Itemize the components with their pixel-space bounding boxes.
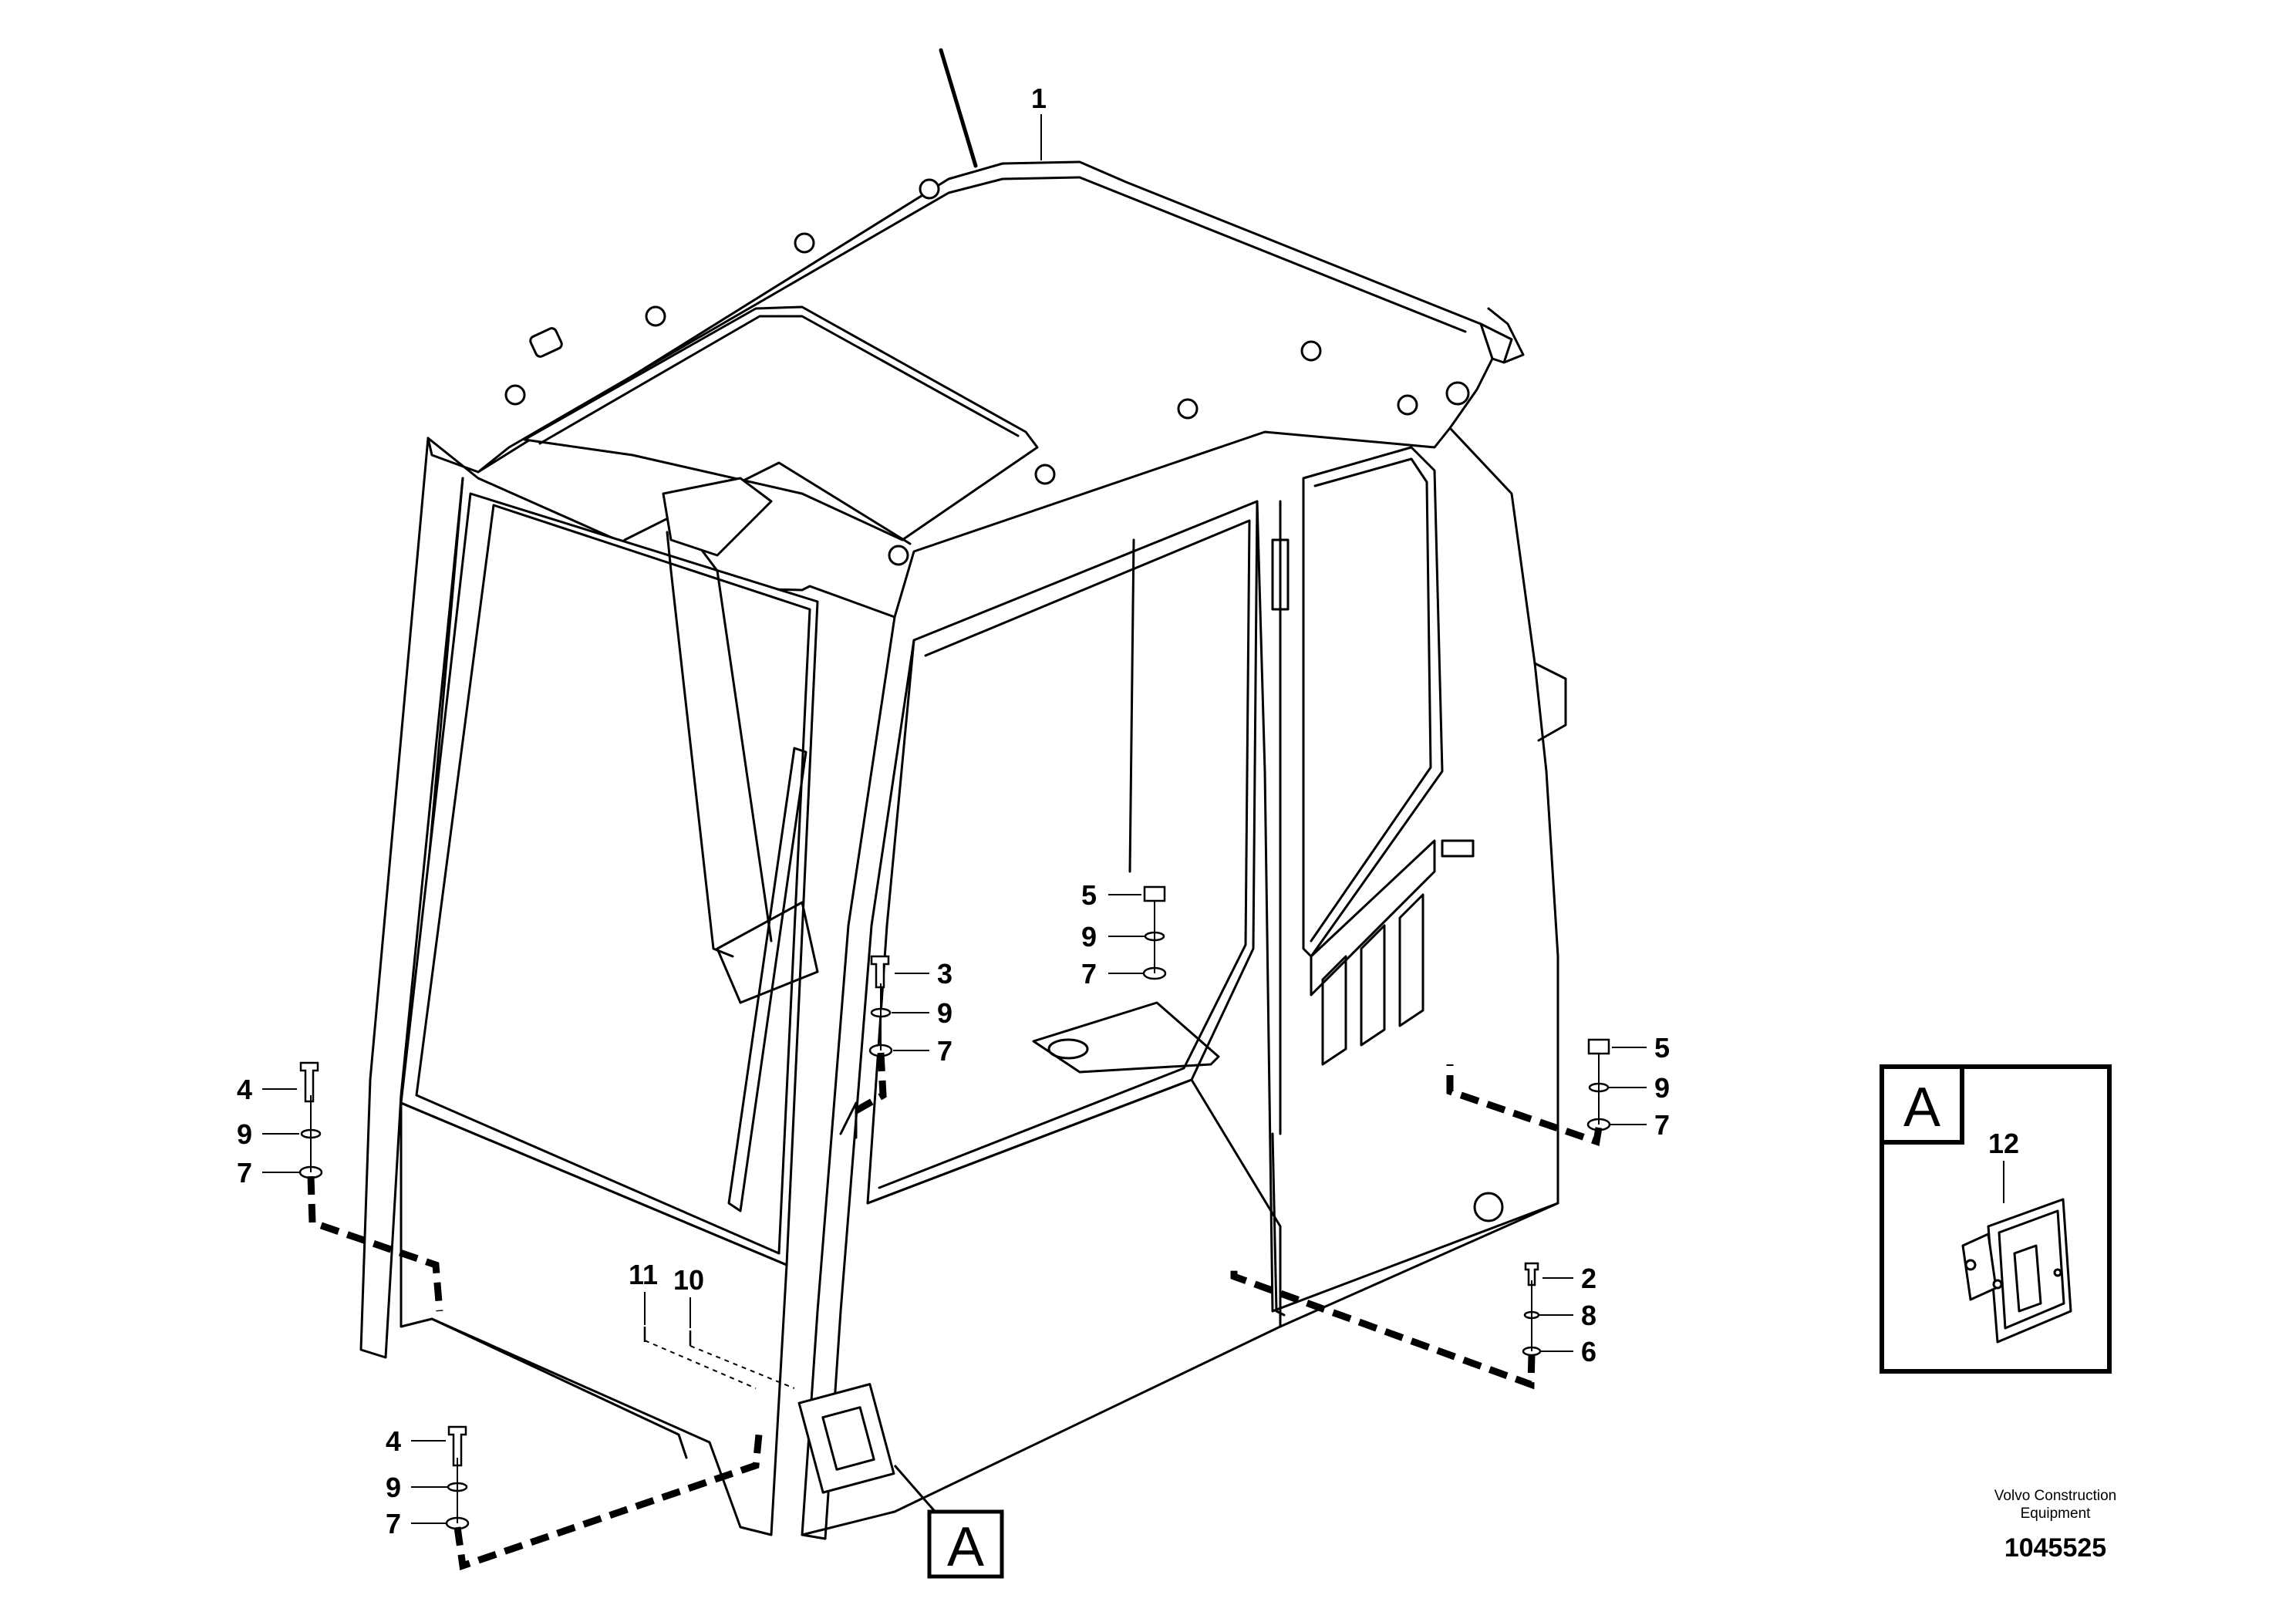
callout-10: 10	[673, 1264, 704, 1296]
antenna	[939, 48, 978, 168]
callout-8: 8	[1581, 1300, 1596, 1331]
callout-7: 7	[386, 1508, 401, 1539]
bolt-4-left	[299, 1061, 319, 1103]
callout-5: 5	[1081, 879, 1097, 911]
callout-12: 12	[1988, 1128, 2019, 1159]
front-right-pillar	[801, 615, 915, 1540]
wiper-assembly	[662, 477, 819, 1212]
front-window	[400, 492, 819, 1266]
door-handle	[797, 1383, 895, 1494]
dashed-mount-paths	[307, 1052, 1603, 1571]
callout-7: 7	[1081, 958, 1097, 990]
callout-11: 11	[629, 1259, 658, 1290]
rear-quarter-window	[1302, 446, 1444, 958]
detail-A-marker: A	[927, 1509, 1004, 1579]
callout-1: 1	[1031, 83, 1047, 114]
credit-line-1: Volvo Construction	[1994, 1488, 2116, 1504]
callout-7: 7	[237, 1157, 252, 1189]
callout-6: 6	[1581, 1336, 1596, 1367]
callout-9: 9	[937, 997, 952, 1029]
front-left-pillar	[359, 437, 464, 1359]
credit-line-2: Equipment	[2021, 1506, 2092, 1522]
callout-9: 9	[386, 1472, 401, 1503]
detail-A-inset: A 12	[1880, 1064, 2112, 1374]
callout-4: 4	[237, 1074, 252, 1105]
callout-5: 5	[1654, 1032, 1670, 1064]
document-number: 1045525	[2004, 1533, 2106, 1563]
bolt-3	[870, 955, 890, 989]
callout-4: 4	[386, 1425, 401, 1457]
callout-3: 3	[937, 958, 952, 990]
bolt-2	[1524, 1262, 1539, 1286]
front-lower-panel	[400, 1101, 788, 1536]
bolt-4-lower	[447, 1425, 467, 1467]
lower-side-panel	[801, 1078, 1282, 1536]
cab-illustration	[359, 48, 1567, 1540]
callout-9: 9	[237, 1118, 252, 1150]
door-handle-part	[1961, 1198, 2072, 1344]
nut-5-center	[1143, 885, 1166, 902]
callout-2: 2	[1581, 1263, 1596, 1294]
leader-lines	[262, 114, 1647, 1528]
detail-A-marker-label: A	[947, 1516, 984, 1578]
detail-A-title: A	[1903, 1077, 1940, 1138]
roof-bolts	[504, 178, 1470, 566]
callout-9: 9	[1654, 1072, 1670, 1104]
roof-hatch	[523, 305, 1039, 541]
callout-7: 7	[1654, 1109, 1670, 1141]
callout-9: 9	[1081, 921, 1097, 953]
credit-block: Volvo Construction Equipment 1045525	[1994, 1488, 2116, 1563]
side-vents	[1310, 839, 1475, 1066]
side-window	[866, 500, 1259, 1205]
nut-5-right	[1587, 1038, 1610, 1055]
callout-7: 7	[937, 1035, 952, 1067]
callout-numbers: 1 4 9 7 4 9 7 3 9 7 5 9 7 5 9 7 2 8 6 11…	[237, 83, 1670, 1539]
